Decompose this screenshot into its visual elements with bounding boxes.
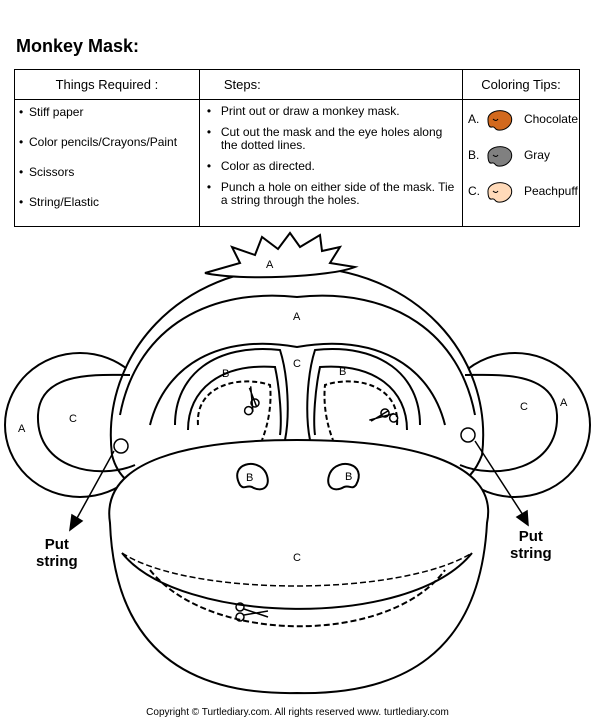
tip-letter: A. xyxy=(467,112,480,126)
hair-tuft xyxy=(204,231,359,279)
footer-copyright: Copyright © Turtlediary.com. All rights … xyxy=(146,707,449,718)
color-tip: B. Gray xyxy=(464,137,578,173)
mask-label: B xyxy=(246,472,254,484)
list-item: Punch a hole on either side of the mask.… xyxy=(207,181,461,207)
mask-label: C xyxy=(520,401,528,413)
left-arrow xyxy=(75,450,115,521)
scissors-icon xyxy=(369,408,399,423)
mask-label: C xyxy=(69,413,77,425)
mask-label: B xyxy=(345,471,353,483)
muzzle xyxy=(108,438,490,695)
mask-label: B xyxy=(339,366,347,378)
scissors-icon xyxy=(243,386,260,416)
mask-label: C xyxy=(293,552,301,564)
tip-letter: C. xyxy=(467,184,480,198)
paint-blob-icon xyxy=(487,110,513,131)
left-eye-hole xyxy=(196,380,272,441)
tip-name: Gray xyxy=(523,148,550,162)
tip-letter: B. xyxy=(467,148,480,162)
face-outer-curve xyxy=(119,294,476,416)
left-eye-ring xyxy=(187,365,282,436)
tips-header: Coloring Tips: xyxy=(461,69,581,100)
list-item: Color as directed. xyxy=(207,160,461,174)
put-string-right: Put string xyxy=(510,528,552,562)
scissors-icon xyxy=(235,602,269,622)
color-tip: C. Peachpuff xyxy=(464,173,578,209)
right-inner-ear xyxy=(459,373,559,473)
mouth-cut-line-lower xyxy=(149,569,446,628)
tip-name: Peachpuff xyxy=(523,184,578,198)
list-item: Print out or draw a monkey mask. xyxy=(207,105,461,119)
left-nostril xyxy=(236,463,269,491)
put-string-line1: Put xyxy=(44,536,69,553)
mask-label: C xyxy=(293,358,301,370)
right-eye-ring xyxy=(313,365,408,436)
paint-blob-icon xyxy=(487,182,513,203)
list-item: String/Elastic xyxy=(19,195,198,225)
left-arrow-head xyxy=(69,513,84,532)
monkey-mask-drawing xyxy=(4,231,591,695)
right-nostril xyxy=(327,463,360,491)
tip-name: Chocolate xyxy=(523,112,578,126)
list-item: Color pencils/Crayons/Paint xyxy=(19,135,198,165)
steps-header: Steps: xyxy=(198,69,463,100)
face-middle-curve xyxy=(149,342,446,426)
list-item: Cut out the mask and the eye holes along… xyxy=(207,126,461,152)
tips-cell: A. Chocolate B. Gray C. Peachpuff xyxy=(461,99,581,227)
left-string-hole xyxy=(113,438,129,454)
list-item: Stiff paper xyxy=(19,105,198,135)
mouth-cut-line xyxy=(121,552,473,587)
things-header: Things Required : xyxy=(14,69,200,100)
right-arrow-head xyxy=(515,509,529,527)
things-cell: Stiff paper Color pencils/Crayons/Paint … xyxy=(14,99,200,227)
mask-label: B xyxy=(222,368,230,380)
mouth-line xyxy=(121,552,473,610)
right-string-hole xyxy=(460,427,476,443)
color-tip: A. Chocolate xyxy=(464,101,578,137)
right-arrow xyxy=(474,440,524,516)
mask-label: A xyxy=(560,397,568,409)
put-string-line1: Put xyxy=(518,528,543,545)
instructions-table: Things Required : Steps: Coloring Tips: … xyxy=(14,69,581,227)
right-eye-socket xyxy=(306,348,421,441)
mask-label: A xyxy=(18,423,26,435)
right-eye-hole xyxy=(323,380,399,441)
paint-blob-icon xyxy=(487,146,513,167)
put-string-line2: string xyxy=(510,545,552,562)
mask-label: A xyxy=(293,311,301,323)
left-inner-ear xyxy=(36,373,136,473)
left-eye-socket xyxy=(174,348,289,441)
page-title: Monkey Mask: xyxy=(16,36,140,56)
mask-label: A xyxy=(266,259,274,271)
put-string-line2: string xyxy=(36,553,78,570)
put-string-left: Put string xyxy=(36,536,78,570)
list-item: Scissors xyxy=(19,165,198,195)
steps-cell: Print out or draw a monkey mask. Cut out… xyxy=(198,99,463,227)
